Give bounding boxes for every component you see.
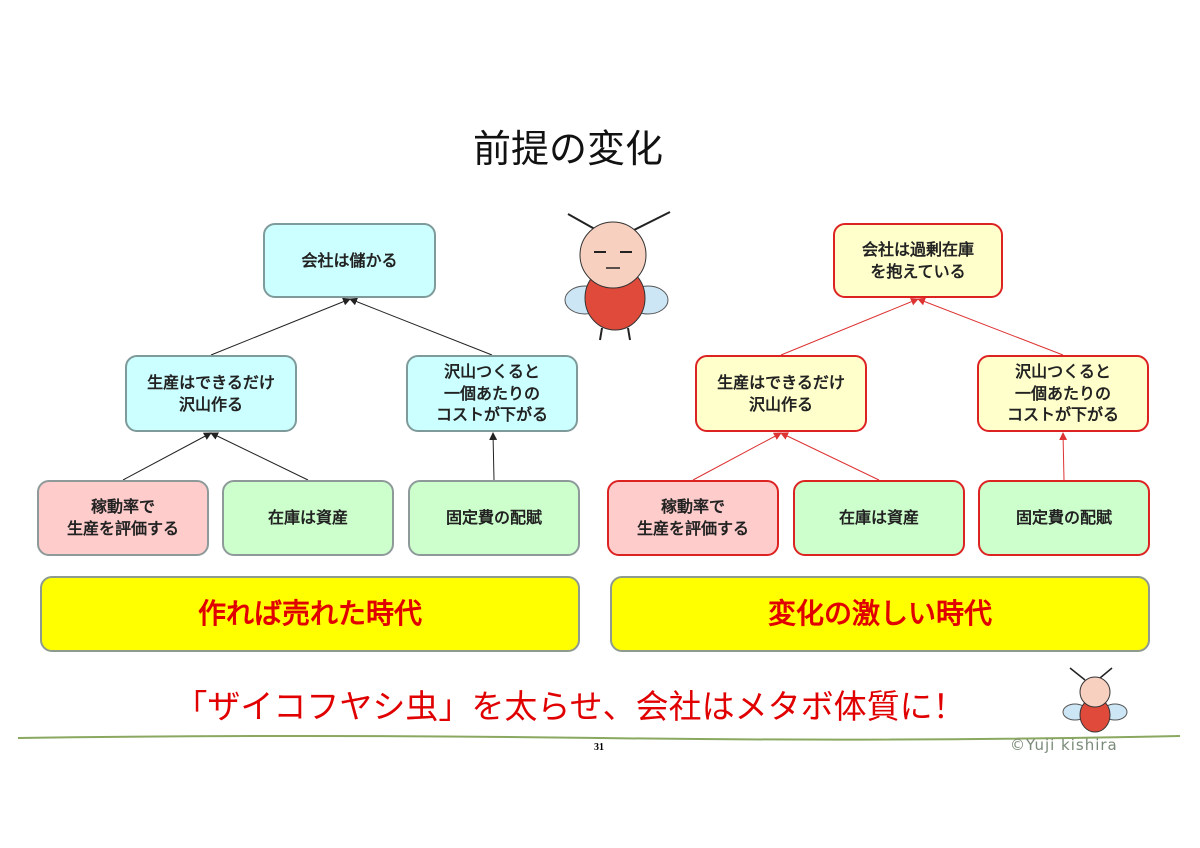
left-mid-left-box: 生産はできるだけ 沢山作る bbox=[125, 355, 297, 432]
left-bottom-box-3: 固定費の配賦 bbox=[408, 480, 580, 556]
slogan-text: 「ザイコフヤシ虫」を太らせ、会社はメタボ体質に！ bbox=[174, 687, 966, 726]
small-bug-icon bbox=[1062, 667, 1128, 733]
left-bottom-box-1: 稼動率で 生産を評価する bbox=[37, 480, 209, 556]
left-bottom-box-2: 在庫は資産 bbox=[222, 480, 394, 556]
page-number: 31 bbox=[594, 742, 604, 753]
right-bottom-box-1: 稼動率で 生産を評価する bbox=[607, 480, 779, 556]
left-mid-right-box: 沢山つくると 一個あたりの コストが下がる bbox=[406, 355, 578, 432]
right-bottom-box-2: 在庫は資産 bbox=[793, 480, 965, 556]
right-era-banner: 変化の激しい時代 bbox=[610, 576, 1150, 652]
bug-mascot-icon bbox=[564, 211, 671, 341]
left-era-banner: 作れば売れた時代 bbox=[40, 576, 580, 652]
copyright-text: ©Yuji kishira bbox=[1010, 736, 1118, 754]
right-top-box: 会社は過剰在庫 を抱えている bbox=[833, 223, 1003, 298]
ground-line bbox=[17, 735, 1181, 741]
slide-title: 前提の変化 bbox=[472, 127, 663, 171]
left-top-box: 会社は儲かる bbox=[263, 223, 436, 298]
right-bottom-box-3: 固定費の配賦 bbox=[978, 480, 1150, 556]
right-mid-right-box: 沢山つくると 一個あたりの コストが下がる bbox=[977, 355, 1149, 432]
right-mid-left-box: 生産はできるだけ 沢山作る bbox=[695, 355, 867, 432]
